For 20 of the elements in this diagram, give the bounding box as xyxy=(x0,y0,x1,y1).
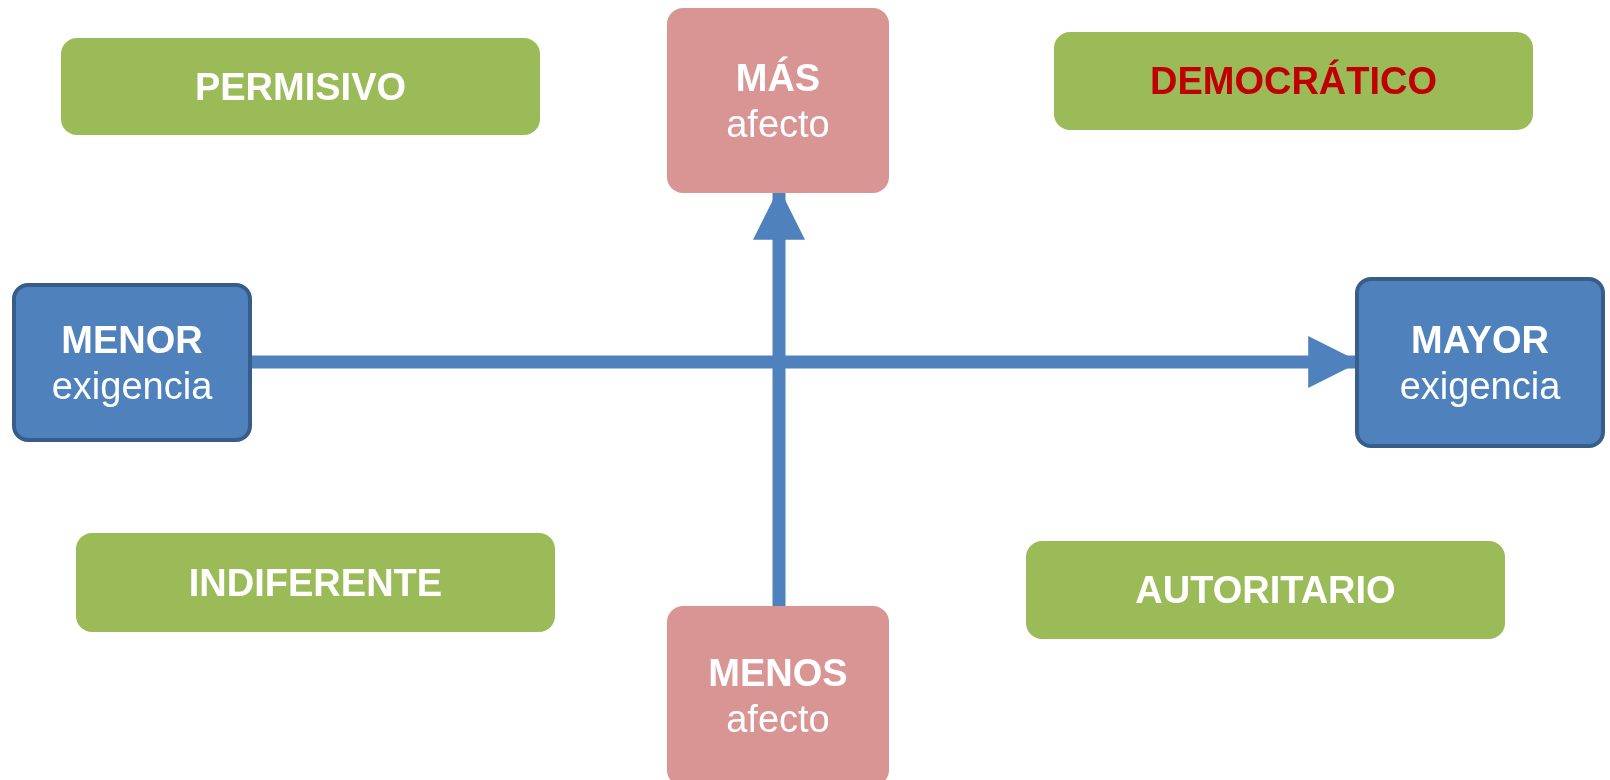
box-subtext: exigencia xyxy=(1399,363,1561,409)
style-box xyxy=(1026,541,1505,639)
pole-box xyxy=(12,283,252,442)
pole-box xyxy=(1355,277,1605,448)
box-heading: DEMOCRÁTICO xyxy=(1149,58,1438,104)
box-heading: INDIFERENTE xyxy=(188,560,443,606)
style-box xyxy=(61,38,540,135)
box-subtext: afecto xyxy=(726,101,830,147)
box-subtext: afecto xyxy=(726,697,830,742)
style-box xyxy=(76,533,555,632)
box-subtext: exigencia xyxy=(51,363,213,409)
box-heading: AUTORITARIO xyxy=(1135,568,1396,613)
box-heading: MENOS xyxy=(708,651,848,696)
pole-box xyxy=(667,8,889,193)
box-heading: PERMISIVO xyxy=(194,64,407,110)
box-heading: MENOR xyxy=(61,317,203,363)
pole-box xyxy=(667,606,889,780)
style-box xyxy=(1054,32,1533,130)
box-heading: MÁS xyxy=(735,55,821,101)
box-heading: MAYOR xyxy=(1411,317,1549,363)
